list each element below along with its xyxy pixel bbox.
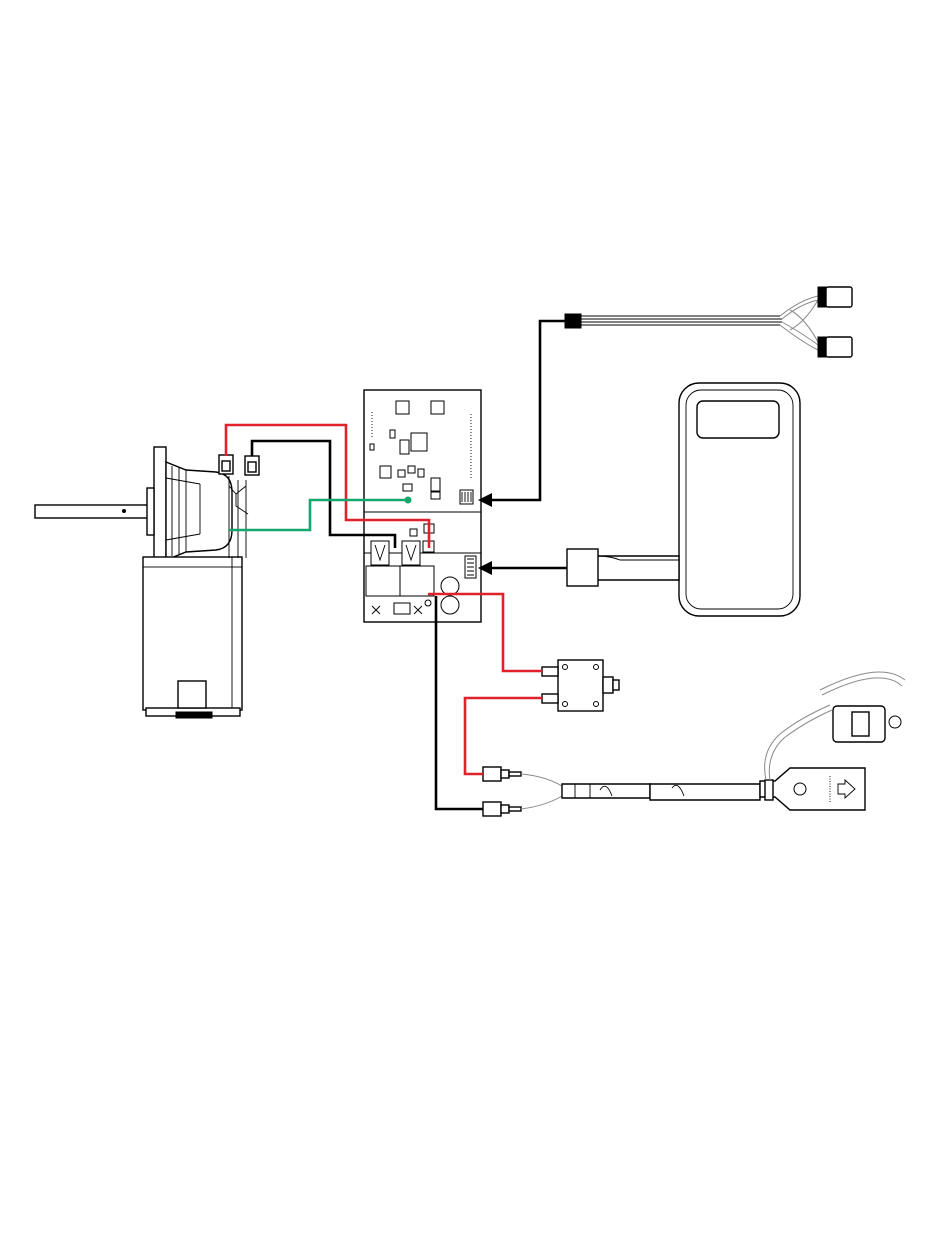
circuit-breaker-icon [542,660,619,711]
harness-icon [565,287,852,357]
wire-red-breaker-power [465,698,542,774]
wire-harness-board [490,321,565,500]
remote-control-icon [567,383,800,616]
wire-black-board-power [436,596,483,809]
gear-motor-icon [35,447,259,718]
circuit-board-icon [364,390,481,622]
